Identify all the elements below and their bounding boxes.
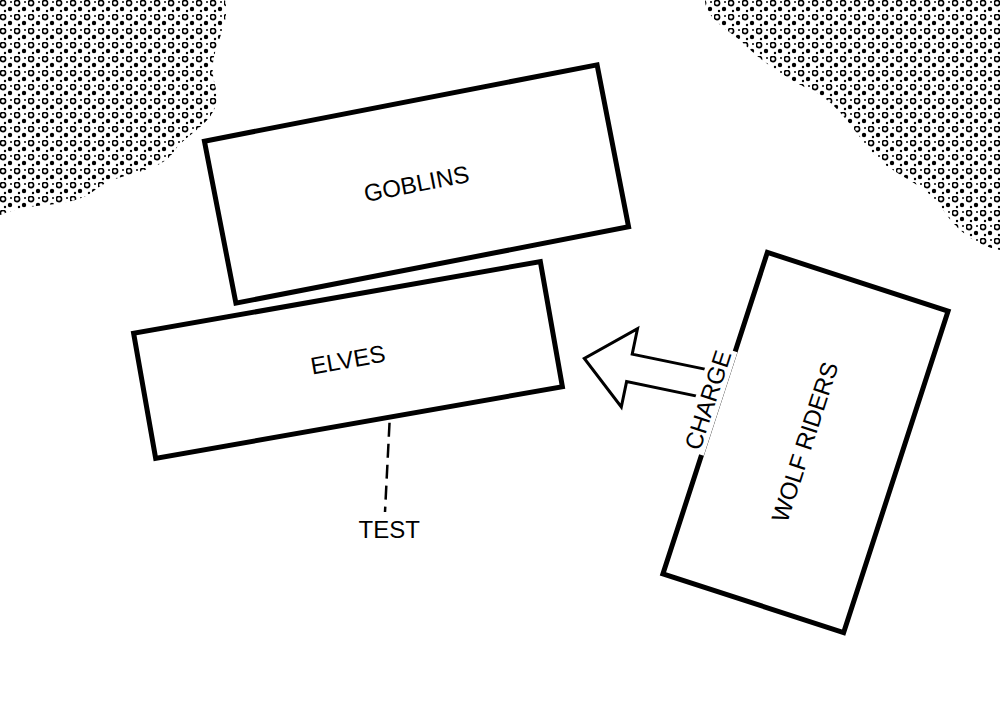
test-label: TEST [356, 517, 423, 543]
unit-name: WOLF RIDERS [767, 359, 844, 526]
leader-line [385, 423, 390, 512]
unit-block: ELVES [131, 259, 566, 462]
woods-right [705, 0, 1000, 250]
woods-left [0, 0, 226, 215]
unit-name: GOBLINS [361, 161, 471, 207]
unit-block: GOBLINS [201, 62, 631, 306]
unit-name: ELVES [308, 340, 387, 379]
